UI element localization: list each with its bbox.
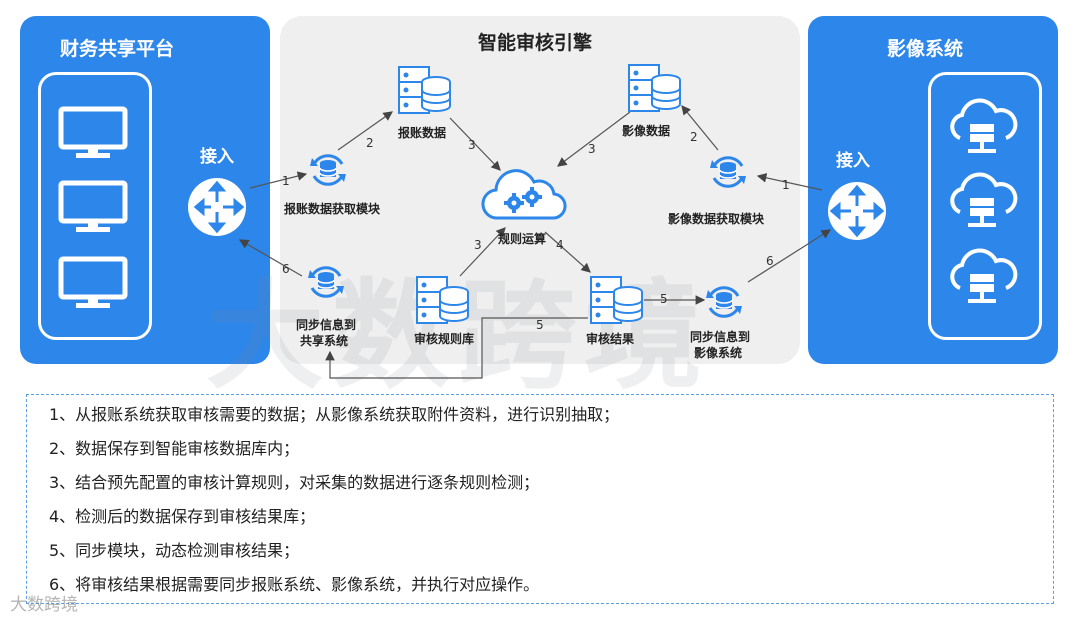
rule-compute-label: 规则运算 <box>498 232 547 246</box>
image-module-sync-icon <box>710 156 746 188</box>
note-line: 4、检测后的数据保存到审核结果库； <box>49 507 316 526</box>
image-module-label: 影像数据获取模块 <box>668 212 765 226</box>
sync-image-label-line2: 影像系统 <box>694 346 743 360</box>
expense-data-server-icon <box>398 66 451 114</box>
step-number: 3 <box>468 138 476 152</box>
step-number: 3 <box>474 238 482 252</box>
sync-shared-label-line1: 同步信息到 <box>296 318 357 332</box>
center-panel-title: 智能审核引擎 <box>477 32 592 54</box>
rule-db-label: 审核规则库 <box>414 332 475 346</box>
step-number: 1 <box>282 174 290 188</box>
step-number: 5 <box>660 292 668 306</box>
monitor-icon <box>58 106 128 158</box>
note-line: 3、结合预先配置的审核计算规则，对采集的数据进行逐条规则检测； <box>49 473 540 492</box>
step-number: 2 <box>366 136 374 150</box>
note-line: 5、同步模块，动态检测审核结果； <box>49 541 300 560</box>
step-number: 5 <box>536 318 544 332</box>
cloud-gear-icon <box>481 169 567 220</box>
watermark-small: 大数跨境 <box>10 595 78 615</box>
cloud-server-group <box>928 72 1042 340</box>
left-access-label: 接入 <box>200 147 234 167</box>
expense-module-sync-icon <box>310 154 346 186</box>
sync-shared-label-line2: 共享系统 <box>300 334 349 348</box>
step-number: 4 <box>556 238 564 252</box>
step-number: 3 <box>588 142 596 156</box>
step-number: 2 <box>690 130 698 144</box>
cloud-server-icon <box>950 98 1018 153</box>
audit-result-server-icon <box>590 276 643 324</box>
image-data-server-icon <box>628 64 681 112</box>
expense-data-label: 报账数据 <box>398 126 447 140</box>
audit-result-label: 审核结果 <box>586 332 635 346</box>
note-line: 2、数据保存到智能审核数据库内； <box>49 439 300 458</box>
step-number: 6 <box>282 262 290 276</box>
step-number: 1 <box>782 178 790 192</box>
monitor-group <box>38 72 152 340</box>
cloud-server-icon <box>950 172 1018 227</box>
sync-shared-icon <box>308 266 344 298</box>
expense-module-label: 报账数据获取模块 <box>284 202 381 216</box>
note-line: 6、将审核结果根据需要同步报账系统、影像系统，并执行对应操作。 <box>49 575 540 594</box>
right-router-icon <box>828 182 886 240</box>
rule-db-server-icon <box>416 276 469 324</box>
step-number: 6 <box>766 254 774 268</box>
sync-image-label-line1: 同步信息到 <box>690 330 751 344</box>
right-panel-title: 影像系统 <box>886 38 963 60</box>
right-access-label: 接入 <box>836 151 870 171</box>
left-panel-title: 财务共享平台 <box>59 38 174 60</box>
left-router-icon <box>188 178 246 236</box>
note-line: 1、从报账系统获取审核需要的数据；从影像系统获取附件资料，进行识别抽取； <box>49 405 620 424</box>
notes-box: 1、从报账系统获取审核需要的数据；从影像系统获取附件资料，进行识别抽取； 2、数… <box>26 394 1054 604</box>
image-data-label: 影像数据 <box>622 124 671 138</box>
monitor-icon <box>58 256 128 308</box>
cloud-server-icon <box>950 248 1018 303</box>
sync-image-icon <box>706 286 742 318</box>
monitor-icon <box>58 180 128 232</box>
